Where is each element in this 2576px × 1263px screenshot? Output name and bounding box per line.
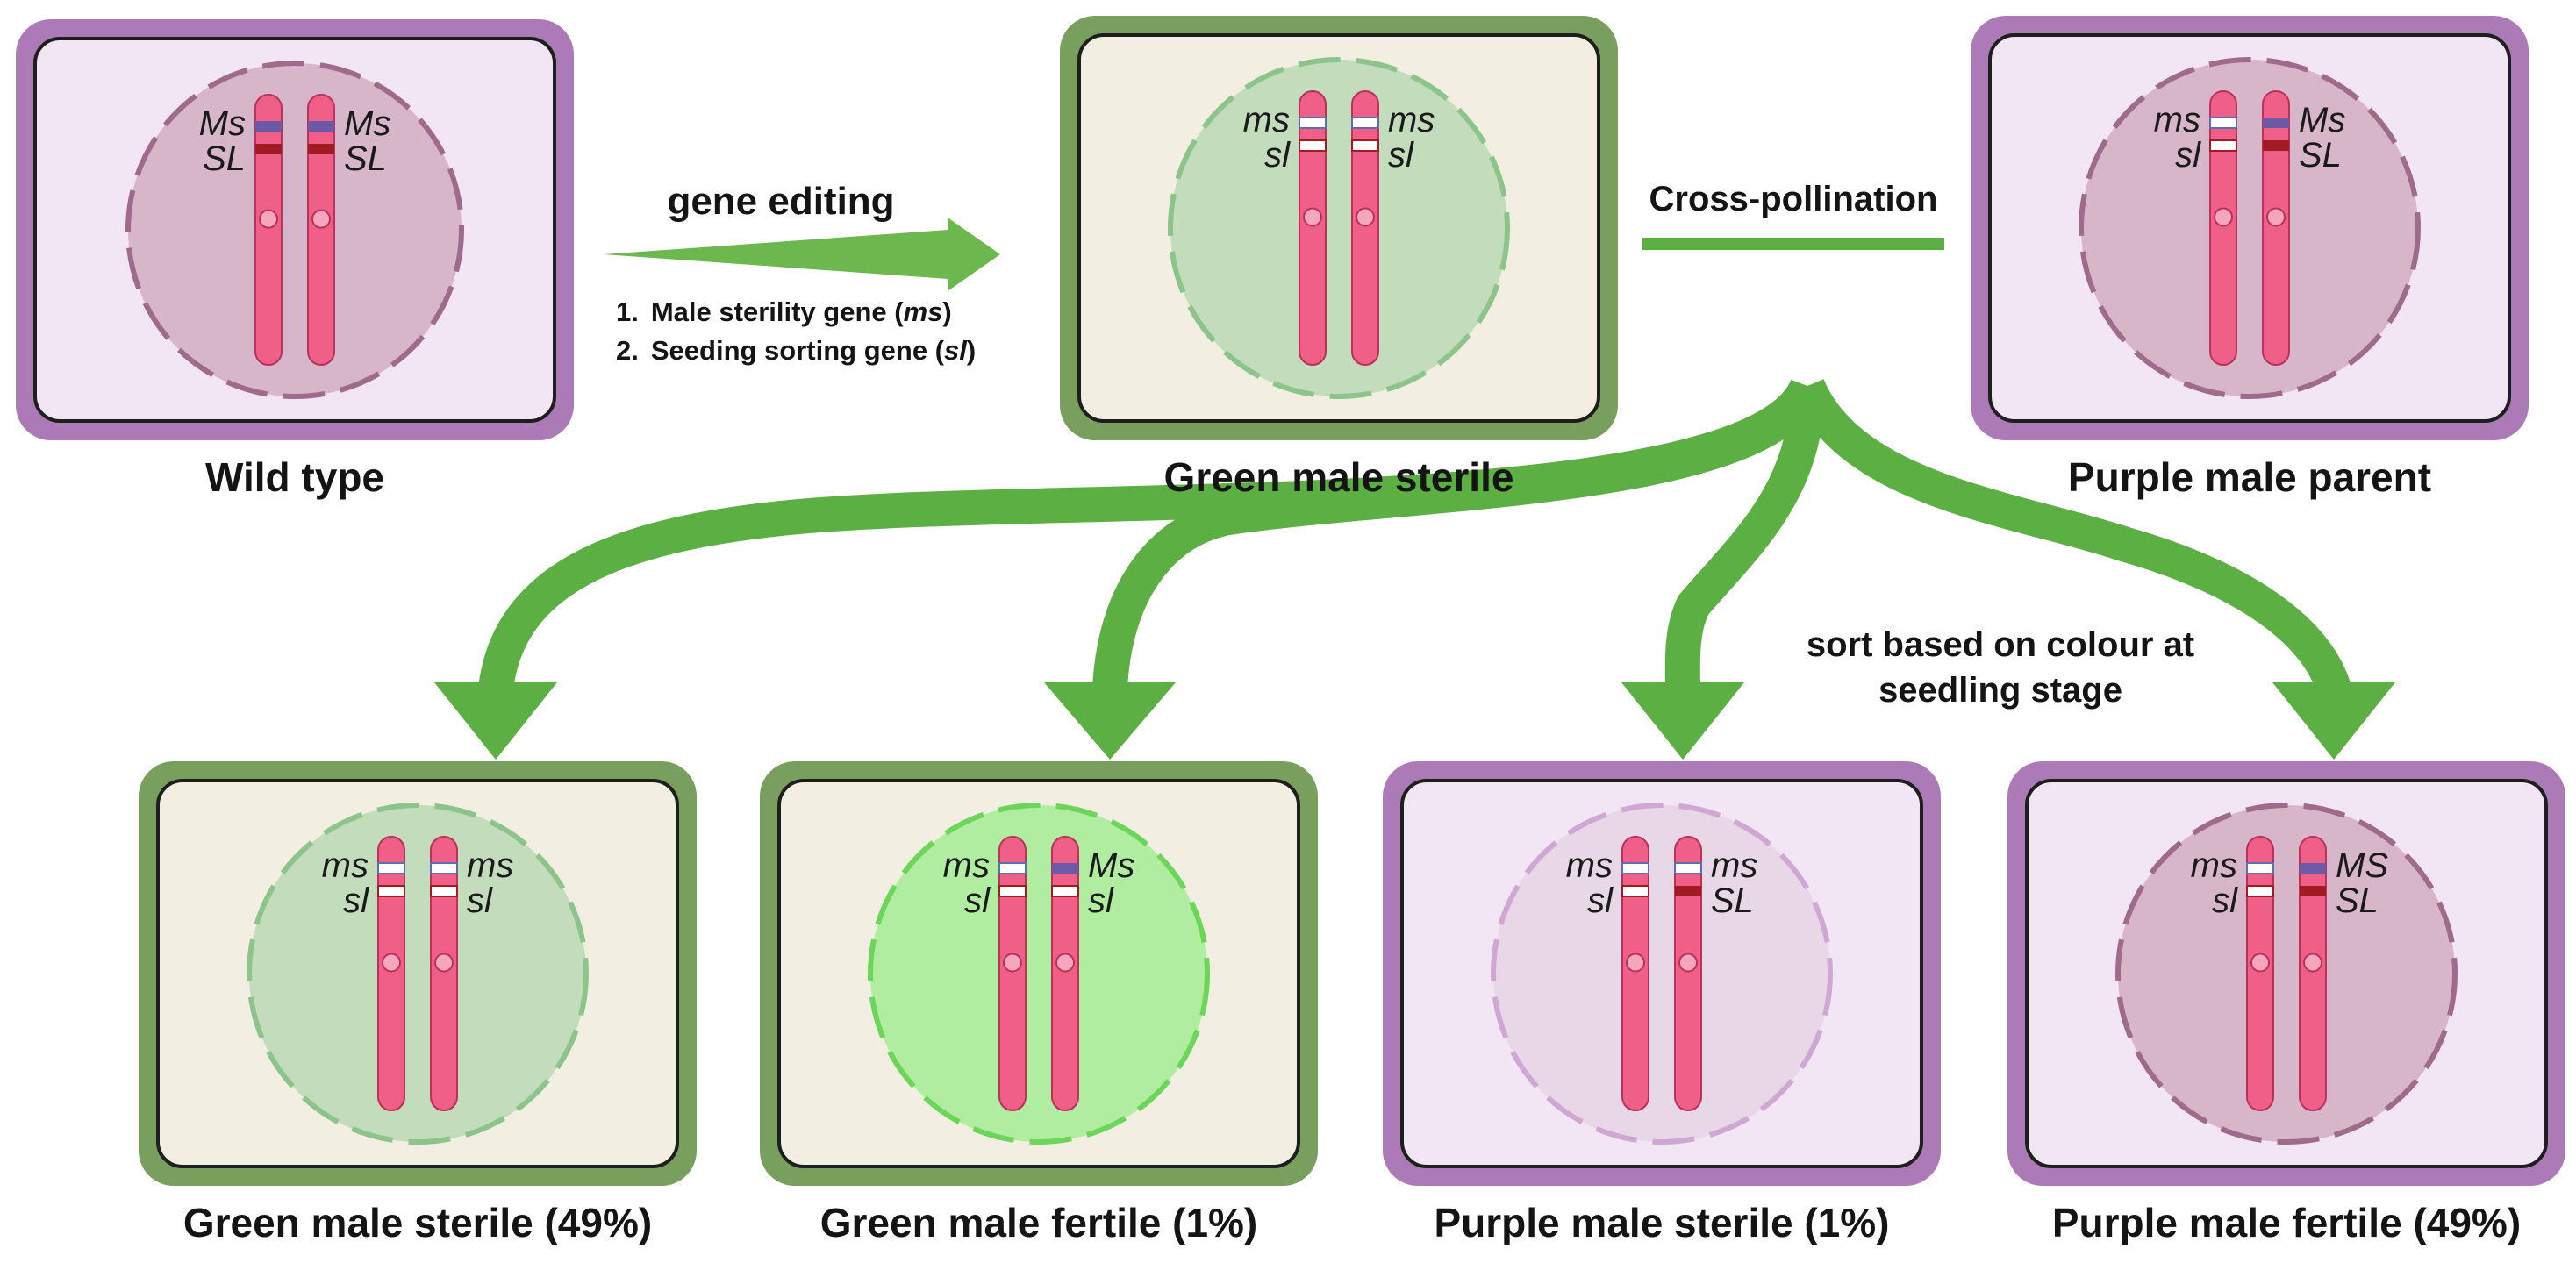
cell-nucleus-icon [2079,57,2421,399]
gene-label: SL [203,139,246,178]
arrow-to-offspring-3 [1664,385,1825,689]
gene-label: ms [943,846,990,885]
offspring-arrows [434,281,2395,760]
chromosome-left [1621,836,1649,1111]
panel-caption: Purple male parent [2068,454,2431,500]
chromosome-left [377,836,405,1111]
gene-label: Ms [1088,846,1134,885]
gene-label: ms [1243,101,1290,139]
gene-label: sl [1388,136,1414,175]
cross-pollination-line [1642,238,1944,250]
gene-label: MS [2336,846,2388,885]
panel-caption: Purple male fertile (49%) [2052,1200,2521,1245]
gene-label: Ms [199,104,246,143]
chromosome-right [2299,836,2327,1111]
gene-label: ms [2191,846,2237,885]
gene-label: SL [2299,136,2342,175]
gene-label: ms [322,846,369,885]
panel-caption: Green male sterile [1164,454,1514,500]
cross-pollination-label: Cross-pollination [1649,180,1938,218]
cell-nucleus-icon [125,61,464,399]
chromosome-left [2209,90,2237,366]
cell-nucleus-icon [1168,57,1510,399]
gene-label: Ms [344,104,390,143]
sort-note-line-2: seedling stage [1878,671,2122,710]
gene-editing-arrow [604,218,1000,291]
cell-nucleus-icon [1491,803,1833,1145]
chromosome-left [254,94,283,366]
gene-label: ms [467,846,513,885]
arrow-right-icon [604,218,1000,291]
gene-label: sl [467,881,493,920]
panel-caption: Purple male sterile (1%) [1435,1200,1890,1245]
edit-item-1: 1.Male sterility gene (ms) [616,296,952,327]
arrowhead-offspring-2 [1044,682,1176,760]
gene-editing-title: gene editing [667,180,894,223]
gene-label: ms [1566,846,1613,885]
gene-label: sl [1088,881,1114,920]
gene-label: SL [1711,881,1754,920]
cell-nucleus-icon [247,803,589,1145]
gene-label: sl [2212,881,2238,920]
chromosome-left [1299,90,1327,366]
gene-label: sl [964,881,991,920]
gene-label: sl [343,881,369,920]
chromosome-right [430,836,458,1111]
chromosome-left [998,836,1027,1111]
chromosome-left [2246,836,2274,1111]
chromosome-right [1674,836,1702,1111]
gene-label: ms [2154,101,2200,139]
gene-label: sl [2175,136,2201,175]
chromosome-right [2262,90,2290,366]
gene-label: sl [1264,136,1291,175]
chromosome-right [1351,90,1379,366]
panel-caption: Green male fertile (1%) [820,1200,1258,1245]
edit-item-2: 2.Seeding sorting gene (sl) [616,335,976,366]
gene-label: Ms [2299,101,2345,139]
chromosome-right [307,94,335,366]
arrowhead-offspring-3 [1621,682,1744,760]
sort-note-line-1: sort based on colour at [1807,625,2194,664]
arrow-to-offspring-4 [1791,378,2351,695]
gene-label: ms [1388,101,1435,139]
arrow-to-offspring-2 [1092,378,1824,690]
gene-label: SL [2336,881,2379,920]
cell-nucleus-icon [2115,803,2458,1145]
gene-label: SL [344,139,387,178]
panel-caption: Wild type [205,454,384,500]
chromosome-right [1051,836,1079,1111]
panel-caption: Green male sterile (49%) [183,1200,652,1245]
gene-label: ms [1711,846,1757,885]
arrowhead-offspring-4 [2272,682,2395,760]
cell-nucleus-icon [868,803,1210,1145]
arrowhead-offspring-1 [434,682,557,760]
gene-label: sl [1587,881,1614,920]
